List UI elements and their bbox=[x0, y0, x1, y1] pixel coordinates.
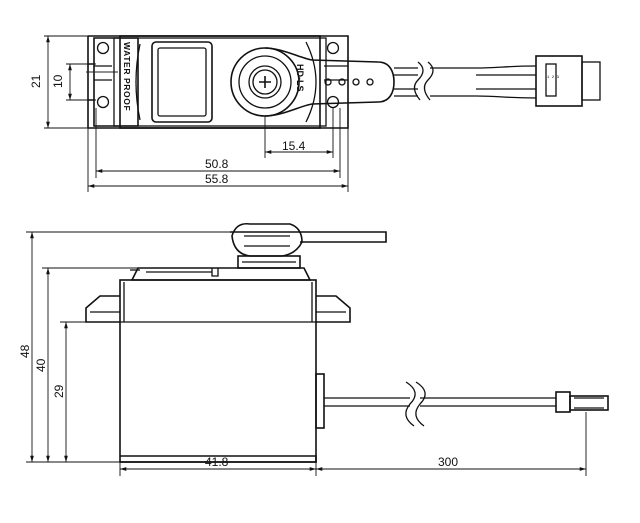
mounting-slots bbox=[86, 41, 348, 109]
svg-text:48: 48 bbox=[18, 344, 32, 358]
dim-flange-span: 50.8 bbox=[95, 108, 341, 178]
svg-text:21: 21 bbox=[29, 74, 43, 88]
svg-text:300: 300 bbox=[438, 455, 458, 469]
dim-overall-length: 55.8 bbox=[87, 128, 349, 192]
svg-text:41.8: 41.8 bbox=[205, 455, 229, 469]
connector-side bbox=[555, 391, 609, 413]
svg-text:29: 29 bbox=[52, 384, 66, 398]
top-view: WATER PROOF HD-LS 1 2 3 21 10 bbox=[29, 35, 601, 192]
connector-top: 1 2 3 bbox=[535, 55, 601, 107]
dim-hole-spacing: 10 bbox=[51, 63, 96, 101]
svg-text:40: 40 bbox=[34, 358, 48, 372]
horn-holes bbox=[324, 78, 374, 86]
svg-text:15.4: 15.4 bbox=[282, 139, 306, 153]
dim-flange-height: 29 bbox=[52, 321, 86, 462]
dim-overall-height: 48 bbox=[18, 231, 232, 463]
label-window bbox=[151, 41, 213, 123]
dim-wire-length: 300 bbox=[316, 412, 587, 476]
side-flange-left bbox=[85, 295, 120, 323]
cable-side bbox=[324, 381, 556, 427]
side-view: 48 40 29 41.8 300 bbox=[18, 222, 609, 476]
dim-height-flange: 21 bbox=[29, 35, 88, 129]
model-label: HD-LS bbox=[295, 64, 305, 92]
output-spline bbox=[230, 47, 300, 117]
svg-text:50.8: 50.8 bbox=[205, 157, 229, 171]
svg-text:55.8: 55.8 bbox=[205, 172, 229, 186]
cable-top bbox=[394, 61, 537, 101]
servo-horn-side bbox=[230, 231, 387, 243]
svg-text:1 2 3: 1 2 3 bbox=[547, 76, 560, 80]
dim-body-width: 41.8 bbox=[119, 455, 317, 476]
side-flange-right bbox=[316, 295, 351, 323]
case-body-top bbox=[119, 35, 321, 129]
dim-shaft-offset: 15.4 bbox=[264, 108, 334, 158]
dim-case-height: 40 bbox=[34, 267, 138, 462]
case-label-text: WATER PROOF bbox=[122, 42, 132, 111]
servo-horn-top bbox=[264, 47, 395, 117]
case-body-side bbox=[119, 279, 317, 463]
svg-text:10: 10 bbox=[51, 74, 65, 88]
